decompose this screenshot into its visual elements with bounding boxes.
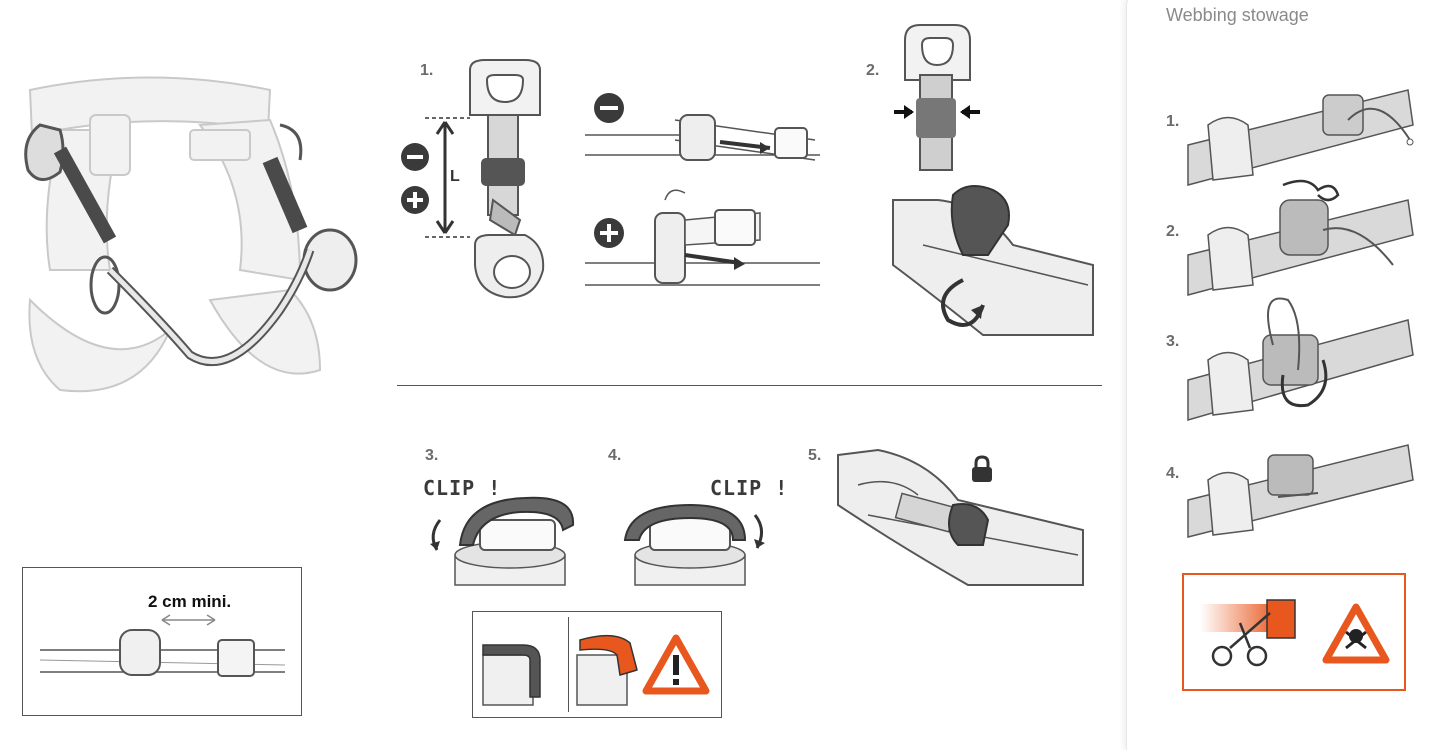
stowage-step-4-diagram [1187,444,1414,538]
clip-text-left: CLIP ! [423,476,502,500]
panel-title: Webbing stowage [1166,5,1309,25]
adjust-step-4-number: 4. [608,447,622,464]
danger-icon [1322,603,1390,664]
harness-illustration [24,76,358,393]
warning-icon [642,634,710,695]
clip-step-3-diagram [430,496,575,586]
adjust-step-2-number: 2. [866,62,880,79]
length-label: L [450,168,460,185]
lengthen-strap-diagram [585,189,820,286]
lock-icon [972,455,992,482]
min-length-note: 2 cm mini. [148,592,232,611]
min-length-diagram [39,614,286,677]
connector-pinch-diagram [894,24,980,171]
shorten-strap-diagram [585,93,820,161]
correct-clip-diagram [482,644,541,706]
stowage-step-2-number: 2. [1166,223,1180,240]
stowage-step-4-number: 4. [1166,465,1180,482]
stowage-step-1-diagram [1187,89,1414,186]
clip-step-4-diagram [623,503,765,586]
incorrect-clip-diagram [576,634,638,706]
section-divider [397,385,1102,386]
stowage-step-3-diagram [1187,297,1414,421]
adjust-step-3-number: 3. [425,447,439,464]
connector-length-diagram [401,59,545,299]
stowage-step-3-number: 3. [1166,333,1180,350]
locked-connector-diagram [837,448,1084,586]
stowage-step-2-diagram [1187,179,1414,296]
clip-text-right: CLIP ! [710,476,789,500]
twist-connector-diagram [892,185,1094,336]
adjust-step-1-number: 1. [420,62,434,79]
min-length-inset [22,567,302,716]
scissors-icon [1200,599,1296,667]
stowage-step-1-number: 1. [1166,113,1180,130]
adjust-step-5-number: 5. [808,447,822,464]
inset-divider [568,617,569,712]
